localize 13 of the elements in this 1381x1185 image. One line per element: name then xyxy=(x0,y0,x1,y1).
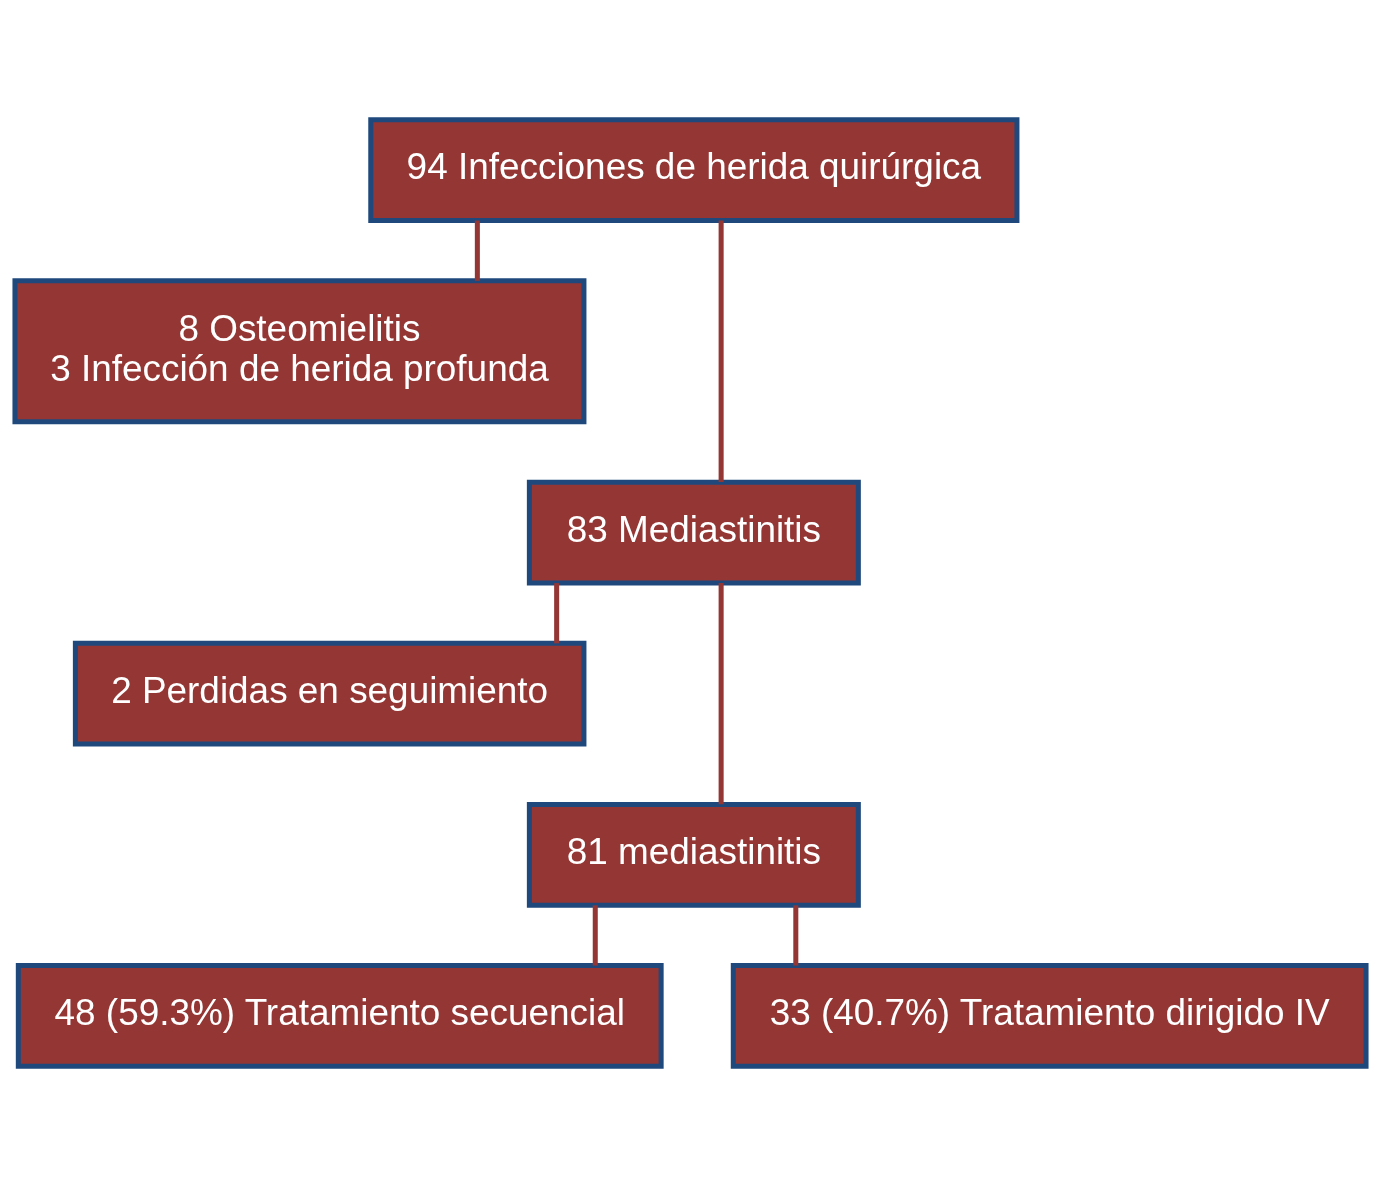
node-box: 81 mediastinitis xyxy=(526,801,861,908)
node-box: 8 Osteomielitis 3 Infección de herida profunda xyxy=(12,277,587,424)
connector xyxy=(793,904,799,966)
node-box: 83 Mediastinitis xyxy=(526,479,861,585)
node-box: 94 Infecciones de herida quirúrgica xyxy=(368,116,1020,223)
connector xyxy=(718,582,724,804)
connector xyxy=(554,582,560,643)
connector xyxy=(718,219,724,482)
node-box: 48 (59.3%) Tratamiento secuencial xyxy=(15,962,664,1069)
node-box: 33 (40.7%) Tratamiento dirigido IV xyxy=(730,962,1369,1069)
node-box: 2 Perdidas en seguimiento xyxy=(72,640,587,747)
connector xyxy=(592,904,598,966)
connector xyxy=(474,220,480,281)
